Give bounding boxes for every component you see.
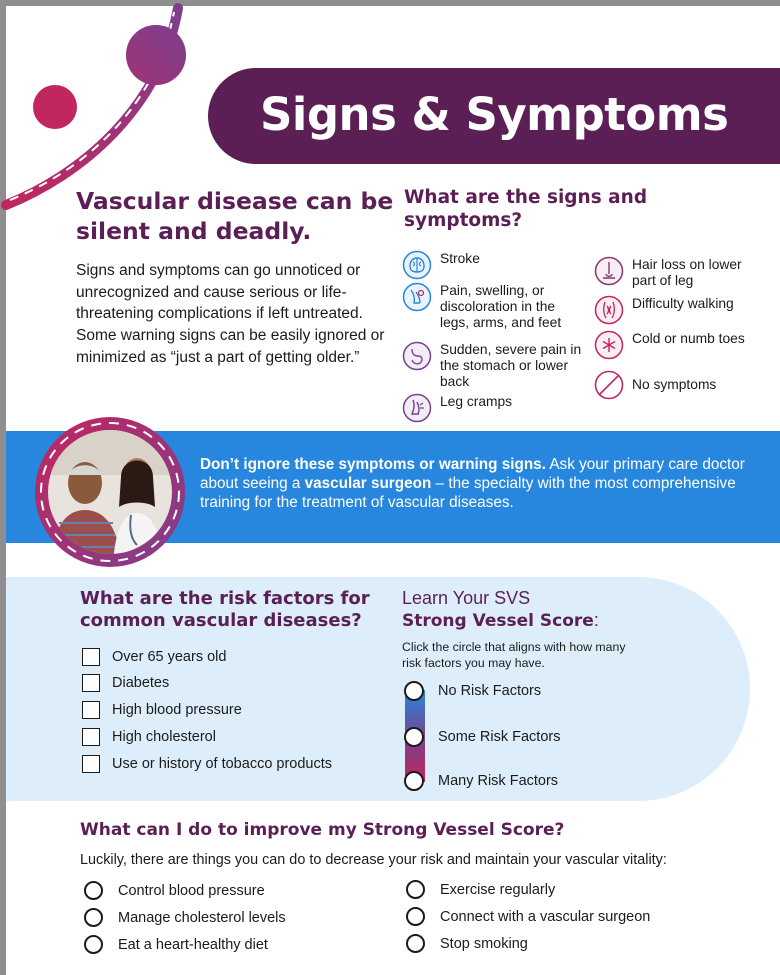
risk-item-diabetes[interactable]: Diabetes bbox=[82, 674, 169, 692]
title-banner: Signs & Symptoms bbox=[208, 68, 780, 164]
symptom-label: Hair loss on lower part of leg bbox=[632, 257, 742, 288]
symptom-leg-cramps: Leg cramps bbox=[402, 393, 582, 423]
symptom-swelling: Pain, swelling, or discoloration in the … bbox=[402, 282, 587, 331]
risk-item-tobacco[interactable]: Use or history of tobacco products bbox=[82, 755, 332, 773]
intro-heading: Vascular disease can be silent and deadl… bbox=[76, 187, 394, 245]
symptom-none: No symptoms bbox=[594, 370, 764, 400]
stomach-icon bbox=[402, 341, 432, 371]
action-radio[interactable] bbox=[406, 907, 425, 926]
action-radio[interactable] bbox=[84, 908, 103, 927]
action-label: Eat a heart-healthy diet bbox=[118, 936, 268, 953]
decorative-swoosh bbox=[1, 3, 186, 210]
callout-text: Don’t ignore these symptoms or warning s… bbox=[200, 455, 760, 512]
symptom-label: Sudden, severe pain in the stomach or lo… bbox=[440, 342, 582, 389]
action-manage-cholesterol[interactable]: Manage cholesterol levels bbox=[84, 908, 286, 927]
symptom-label: Difficulty walking bbox=[632, 296, 734, 311]
risk-panel bbox=[6, 577, 750, 801]
risk-checkbox[interactable] bbox=[82, 648, 100, 666]
score-label: Many Risk Factors bbox=[438, 773, 559, 789]
brain-icon bbox=[402, 250, 432, 280]
action-healthy-diet[interactable]: Eat a heart-healthy diet bbox=[84, 935, 268, 954]
patient-doctor-photo bbox=[35, 417, 185, 567]
action-radio[interactable] bbox=[84, 881, 103, 900]
score-label: Some Risk Factors bbox=[438, 729, 561, 745]
score-radio[interactable] bbox=[404, 681, 424, 701]
intro-body: Signs and symptoms can go unnoticed or u… bbox=[76, 262, 385, 366]
symptom-label: Pain, swelling, or discoloration in the … bbox=[440, 283, 562, 330]
risk-heading: What are the risk factors for common vas… bbox=[80, 588, 370, 631]
action-stop-smoking[interactable]: Stop smoking bbox=[406, 934, 528, 953]
snowflake-icon bbox=[594, 330, 624, 360]
action-radio[interactable] bbox=[406, 934, 425, 953]
svs-title-bold: Strong Vessel Score bbox=[402, 611, 594, 631]
svs-description: Click the circle that aligns with how ma… bbox=[402, 640, 626, 670]
risk-item-cholesterol[interactable]: High cholesterol bbox=[82, 728, 216, 746]
risk-label: Use or history of tobacco products bbox=[112, 756, 333, 772]
score-radio[interactable] bbox=[404, 727, 424, 747]
improve-intro: Luckily, there are things you can do to … bbox=[80, 852, 667, 868]
score-radio[interactable] bbox=[404, 771, 424, 791]
risk-label: Diabetes bbox=[112, 675, 170, 691]
svs-title-colon: : bbox=[593, 610, 599, 630]
symptom-label: No symptoms bbox=[632, 377, 717, 392]
risk-checkbox[interactable] bbox=[82, 674, 100, 692]
callout-bold-term: vascular surgeon bbox=[304, 475, 432, 492]
score-option-many[interactable]: Many Risk Factors bbox=[404, 771, 558, 791]
risk-checkbox[interactable] bbox=[82, 701, 100, 719]
page-frame-top bbox=[0, 0, 780, 6]
symptom-label: Stroke bbox=[440, 251, 480, 266]
callout-bold-lead: Don’t ignore these symptoms or warning s… bbox=[200, 456, 546, 473]
action-label: Manage cholesterol levels bbox=[118, 909, 286, 926]
symptom-difficulty-walking: Difficulty walking bbox=[594, 295, 764, 325]
symptom-stroke: Stroke bbox=[402, 250, 582, 280]
hair-follicle-icon bbox=[594, 256, 624, 286]
deco-dot-small bbox=[33, 85, 77, 129]
action-exercise[interactable]: Exercise regularly bbox=[406, 880, 555, 899]
risk-label: High blood pressure bbox=[112, 702, 242, 718]
action-control-bp[interactable]: Control blood pressure bbox=[84, 881, 265, 900]
action-vascular-surgeon[interactable]: Connect with a vascular surgeon bbox=[406, 907, 650, 926]
leg-cramp-icon bbox=[402, 393, 432, 423]
page-frame-left bbox=[0, 0, 6, 975]
risk-label: High cholesterol bbox=[112, 729, 216, 745]
action-label: Exercise regularly bbox=[440, 881, 556, 898]
symptom-label: Leg cramps bbox=[440, 394, 513, 409]
action-radio[interactable] bbox=[84, 935, 103, 954]
risk-checkbox[interactable] bbox=[82, 728, 100, 746]
symptom-stomach-pain: Sudden, severe pain in the stomach or lo… bbox=[402, 341, 587, 390]
no-symbol-icon bbox=[594, 370, 624, 400]
improve-heading: What can I do to improve my Strong Vesse… bbox=[80, 820, 565, 840]
risk-label: Over 65 years old bbox=[112, 649, 227, 665]
svs-title-line2: Strong Vessel Score: bbox=[402, 610, 599, 631]
risk-checkbox[interactable] bbox=[82, 755, 100, 773]
risk-item-age[interactable]: Over 65 years old bbox=[82, 648, 226, 666]
callout-text-2: – the specialty with the most comprehens… bbox=[200, 475, 736, 511]
action-label: Stop smoking bbox=[440, 935, 528, 952]
svs-title-line1: Learn Your SVS bbox=[402, 588, 531, 608]
action-label: Connect with a vascular surgeon bbox=[440, 908, 651, 925]
score-label: No Risk Factors bbox=[438, 683, 542, 699]
page-title: Signs & Symptoms bbox=[260, 88, 729, 141]
score-option-none[interactable]: No Risk Factors bbox=[404, 681, 541, 701]
action-radio[interactable] bbox=[406, 880, 425, 899]
symptom-label: Cold or numb toes bbox=[632, 331, 745, 346]
callout-text-1: Ask your primary care doctor about seein… bbox=[200, 456, 745, 492]
action-label: Control blood pressure bbox=[118, 882, 265, 899]
muscle-icon bbox=[594, 295, 624, 325]
swollen-leg-icon bbox=[402, 282, 432, 312]
score-option-some[interactable]: Some Risk Factors bbox=[404, 727, 560, 747]
symptom-hair-loss: Hair loss on lower part of leg bbox=[594, 256, 764, 289]
signs-heading: What are the signs and symptoms? bbox=[404, 187, 648, 231]
risk-item-blood-pressure[interactable]: High blood pressure bbox=[82, 701, 242, 719]
symptom-cold-toes: Cold or numb toes bbox=[594, 330, 764, 360]
